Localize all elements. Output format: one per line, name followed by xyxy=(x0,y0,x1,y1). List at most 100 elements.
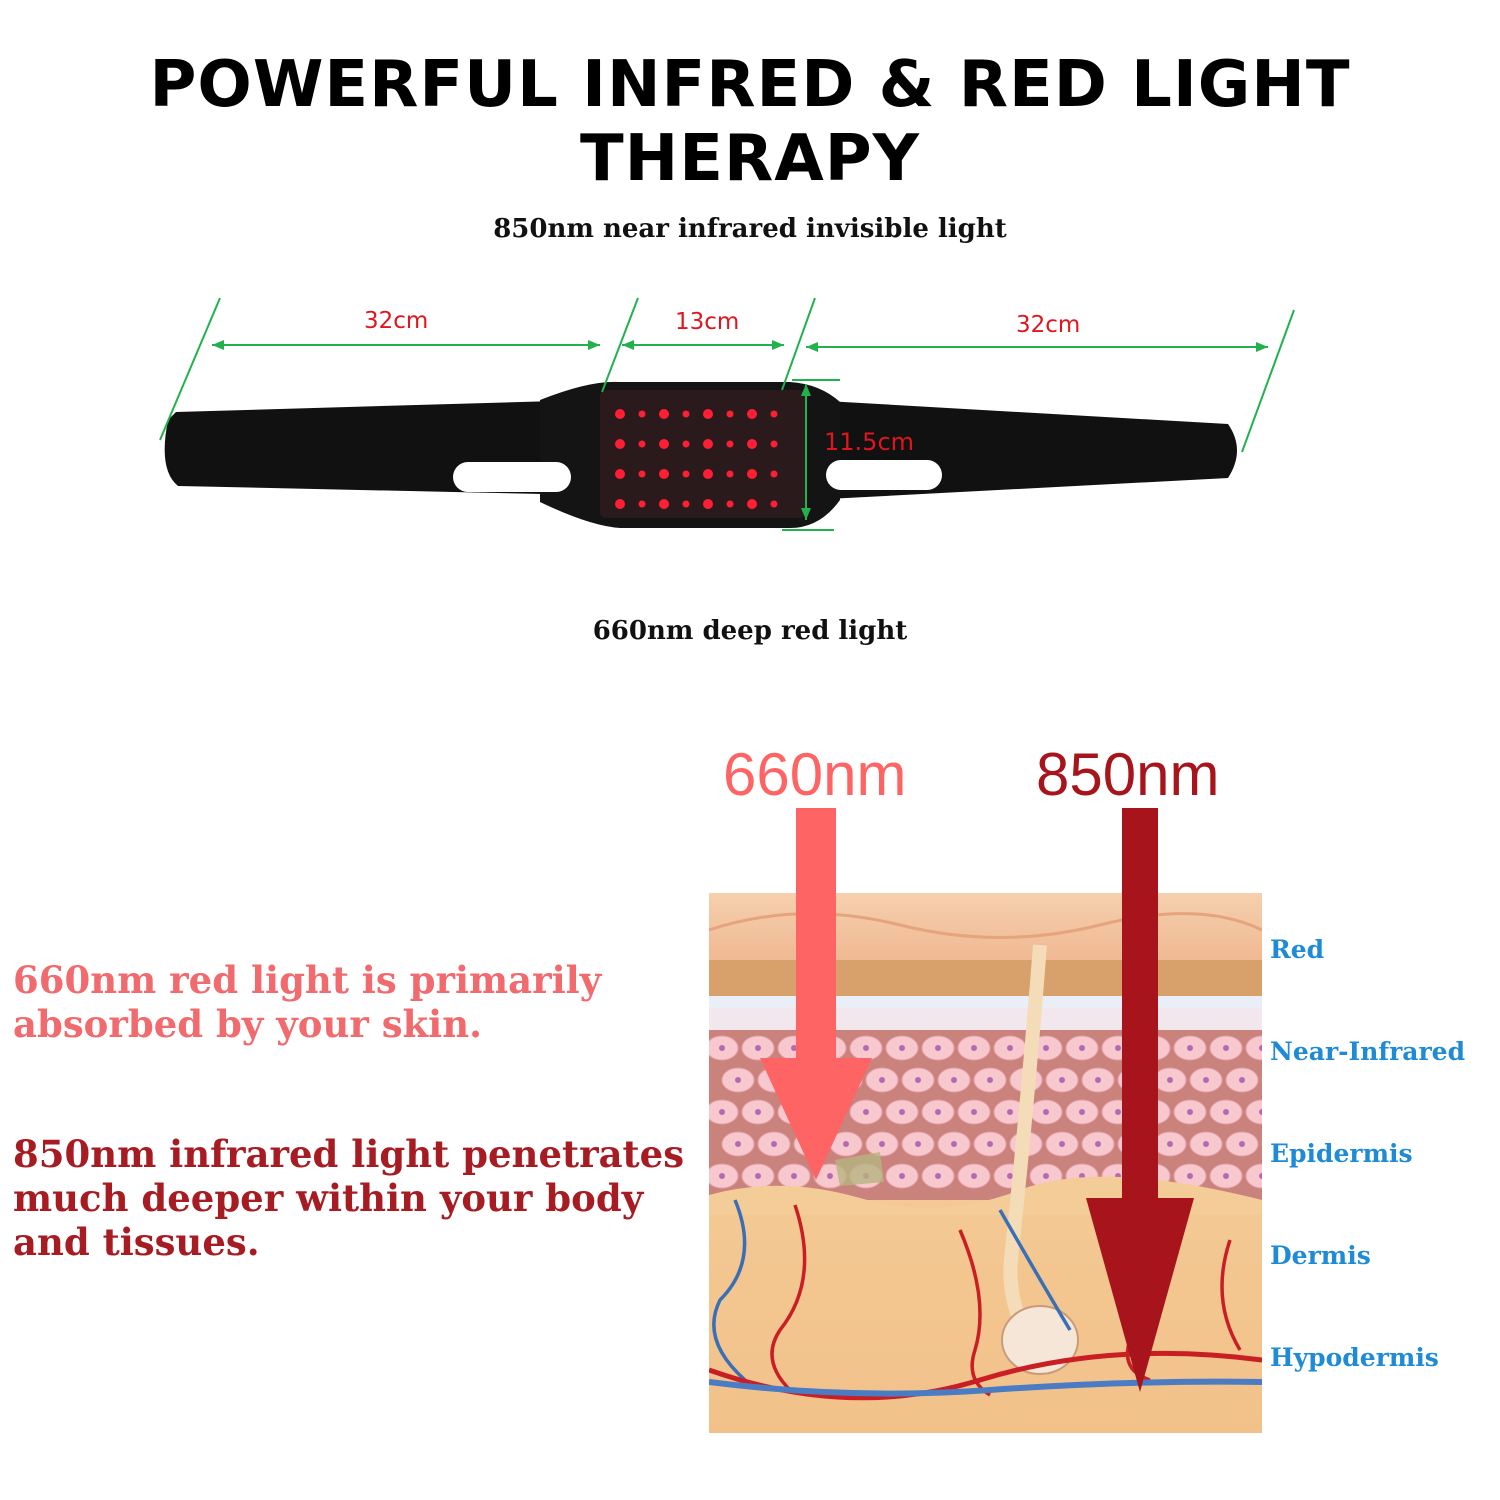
hair-follicle xyxy=(1003,944,1047,1344)
skin-cell xyxy=(1245,1163,1262,1189)
cell-nucleus xyxy=(1007,1173,1013,1179)
cell-nucleus xyxy=(935,1173,941,1179)
cell-nucleus xyxy=(1059,1141,1065,1147)
led xyxy=(770,470,778,478)
cell-nucleus xyxy=(719,1109,725,1115)
led xyxy=(770,440,778,448)
led xyxy=(615,409,625,419)
dim-label-right-strap: 32cm xyxy=(1016,312,1081,338)
cell-nucleus xyxy=(719,1173,725,1179)
cell-nucleus xyxy=(1079,1045,1085,1051)
cell-nucleus xyxy=(1187,1045,1193,1051)
strap-slot-left xyxy=(453,462,571,492)
cell-nucleus xyxy=(915,1141,921,1147)
cell-nucleus xyxy=(1223,1109,1229,1115)
cell-nucleus xyxy=(1187,1173,1193,1179)
dim-label-left-strap: 32cm xyxy=(364,308,429,334)
description-red-light: 660nm red light is primarily absorbed by… xyxy=(13,958,601,1046)
cell-nucleus xyxy=(719,1045,725,1051)
wavelength-660-label: 660nm xyxy=(723,741,907,808)
cell-nucleus xyxy=(1007,1109,1013,1115)
description-line: 660nm red light is primarily xyxy=(13,958,602,1002)
led xyxy=(682,440,690,448)
cell-nucleus xyxy=(987,1077,993,1083)
dim-tick xyxy=(159,297,221,441)
cell-nucleus xyxy=(1223,1045,1229,1051)
description-infrared-light: 850nm infrared light penetrates much dee… xyxy=(13,1132,684,1264)
sweat-gland xyxy=(1001,1305,1079,1375)
cell-nucleus xyxy=(1259,1109,1262,1115)
cell-nucleus xyxy=(899,1173,905,1179)
cell-nucleus xyxy=(879,1077,885,1083)
wavelength-850-label: 850nm xyxy=(1036,741,1220,808)
description-line: and tissues. xyxy=(13,1220,260,1264)
cell-nucleus xyxy=(755,1173,761,1179)
skin-cell xyxy=(1245,1035,1262,1061)
led xyxy=(703,469,713,479)
cell-nucleus xyxy=(1079,1109,1085,1115)
led xyxy=(726,470,734,478)
arrow-850nm xyxy=(1086,808,1194,1392)
cell-nucleus xyxy=(735,1077,741,1083)
led xyxy=(747,499,757,509)
cell-nucleus xyxy=(1115,1109,1121,1115)
cell-nucleus xyxy=(951,1077,957,1083)
layer-label-hypodermis: Hypodermis xyxy=(1270,1343,1439,1372)
arrow-660nm xyxy=(760,808,872,1180)
cell-nucleus xyxy=(935,1045,941,1051)
cell-nucleus xyxy=(899,1045,905,1051)
led xyxy=(726,440,734,448)
cell-nucleus xyxy=(1095,1077,1101,1083)
led xyxy=(615,499,625,509)
dim-label-center-panel: 13cm xyxy=(675,309,740,335)
cell-nucleus xyxy=(1239,1141,1245,1147)
description-line: absorbed by your skin. xyxy=(13,1002,483,1046)
led xyxy=(659,409,669,419)
description-line: much deeper within your body xyxy=(13,1176,644,1220)
cell-nucleus xyxy=(1203,1077,1209,1083)
led xyxy=(747,439,757,449)
cell-nucleus xyxy=(1043,1173,1049,1179)
dim-tick xyxy=(1241,309,1295,453)
led xyxy=(659,439,669,449)
dim-tick xyxy=(601,297,639,393)
led xyxy=(747,469,757,479)
cell-nucleus xyxy=(971,1109,977,1115)
cell-nucleus xyxy=(899,1109,905,1115)
led xyxy=(770,410,778,418)
cell-nucleus xyxy=(935,1109,941,1115)
led xyxy=(659,469,669,479)
cell-nucleus xyxy=(1259,1045,1262,1051)
led xyxy=(638,500,646,508)
cell-nucleus xyxy=(1007,1045,1013,1051)
strap-slot-right xyxy=(826,460,942,490)
led xyxy=(703,439,713,449)
cell-nucleus xyxy=(879,1141,885,1147)
cell-nucleus xyxy=(735,1141,741,1147)
cell-nucleus xyxy=(1275,1077,1281,1083)
led xyxy=(682,470,690,478)
cell-nucleus xyxy=(843,1141,849,1147)
led xyxy=(770,500,778,508)
cell-nucleus xyxy=(1095,1141,1101,1147)
cell-nucleus xyxy=(1167,1077,1173,1083)
cell-nucleus xyxy=(1203,1141,1209,1147)
cell-nucleus xyxy=(1059,1077,1065,1083)
led xyxy=(659,499,669,509)
cell-nucleus xyxy=(915,1077,921,1083)
layer-label-near-infrared: Near-Infrared xyxy=(1270,1037,1466,1066)
cell-nucleus xyxy=(1259,1173,1262,1179)
cell-nucleus xyxy=(755,1045,761,1051)
caption-deep-red: 660nm deep red light xyxy=(592,616,908,646)
led xyxy=(703,499,713,509)
led xyxy=(615,439,625,449)
dim-tick xyxy=(781,297,816,391)
led xyxy=(638,470,646,478)
layer-label-red: Red xyxy=(1270,935,1325,964)
cell-nucleus xyxy=(1187,1109,1193,1115)
led xyxy=(747,409,757,419)
led xyxy=(726,500,734,508)
cell-nucleus xyxy=(951,1141,957,1147)
cell-nucleus xyxy=(971,1045,977,1051)
